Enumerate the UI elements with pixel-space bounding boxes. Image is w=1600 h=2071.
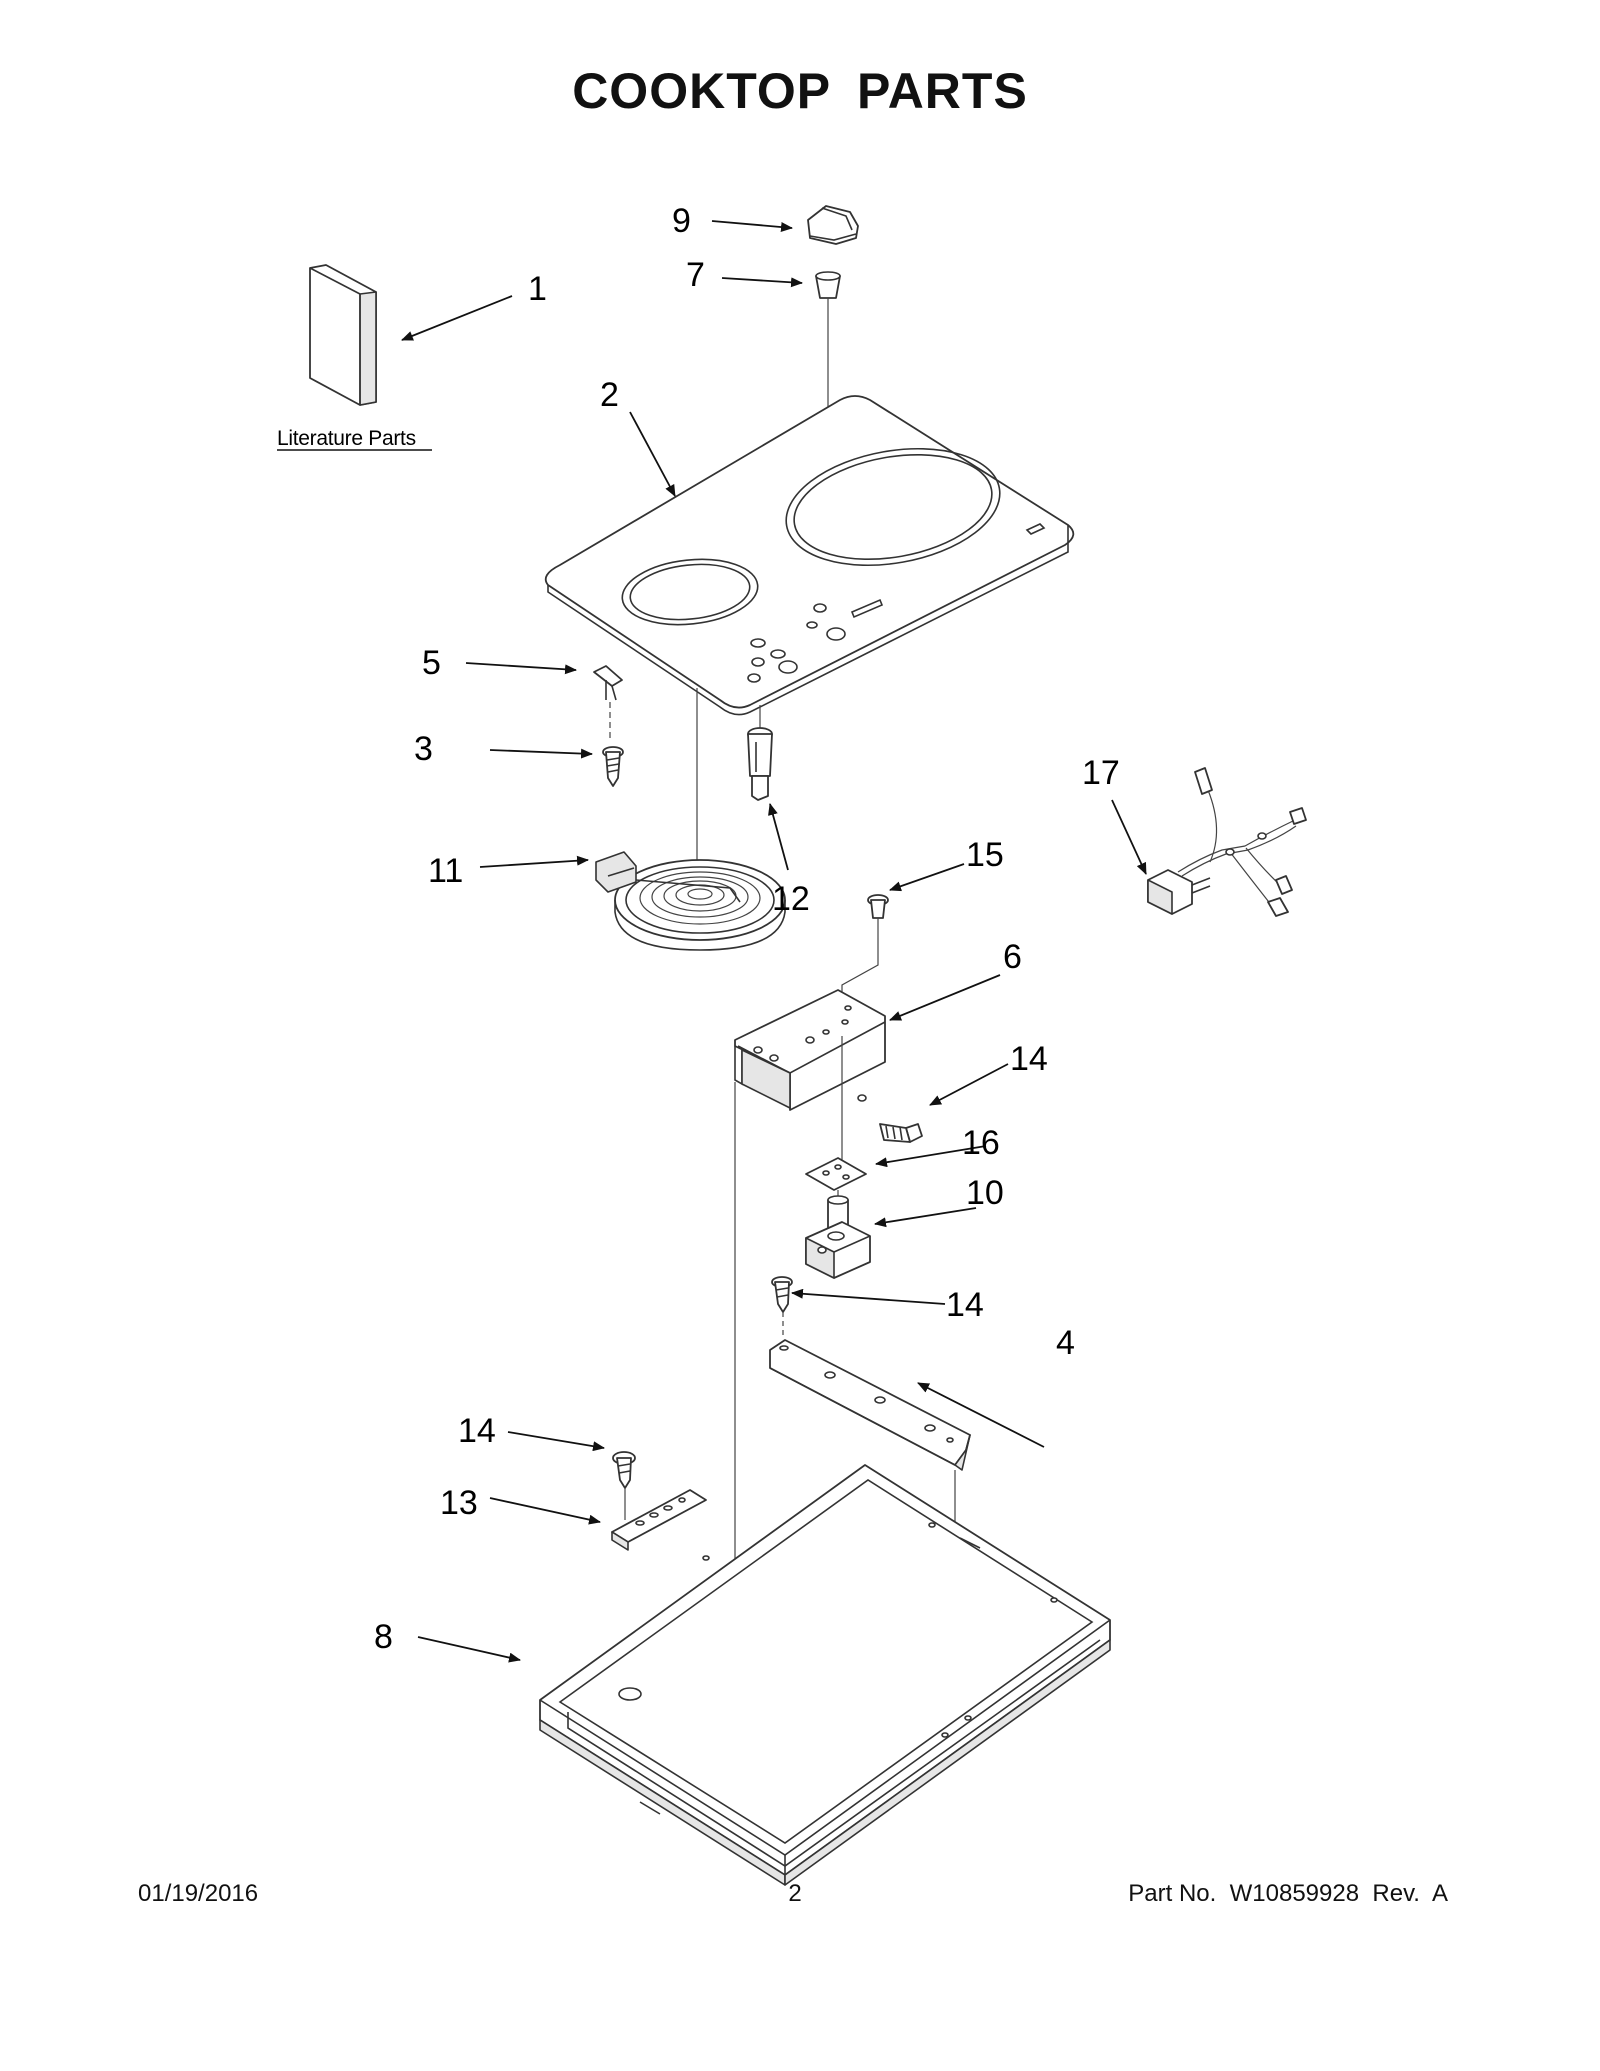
indicator-light bbox=[747, 727, 773, 801]
callout-7: 7 bbox=[686, 256, 705, 294]
knob-grommet bbox=[815, 271, 841, 299]
callout-2: 2 bbox=[600, 376, 619, 414]
glass-clip bbox=[593, 665, 623, 701]
callout-6: 6 bbox=[1003, 938, 1022, 976]
footer-page-number: 2 bbox=[788, 1880, 802, 1907]
radiant-surface-element bbox=[595, 851, 786, 951]
mounting-screw-14-lower bbox=[612, 1451, 636, 1520]
cooktop-glass bbox=[544, 395, 1075, 716]
control-knob bbox=[807, 205, 859, 245]
callout-9: 9 bbox=[672, 202, 691, 240]
callout-leaders bbox=[401, 220, 1147, 1663]
callout-1: 1 bbox=[528, 270, 547, 308]
literature-parts-booklet bbox=[309, 264, 377, 406]
callout-3: 3 bbox=[414, 730, 433, 768]
literature-parts-label: Literature Parts bbox=[277, 427, 416, 450]
callout-8: 8 bbox=[374, 1618, 393, 1656]
burner-box bbox=[539, 1464, 1111, 1886]
callout-14-lower: 14 bbox=[458, 1412, 496, 1450]
mounting-screw-15 bbox=[867, 894, 889, 938]
callout-16: 16 bbox=[962, 1124, 1000, 1162]
callout-17: 17 bbox=[1082, 754, 1120, 792]
switch-insulator bbox=[805, 1157, 867, 1191]
callout-10: 10 bbox=[966, 1174, 1004, 1212]
callout-12: 12 bbox=[772, 880, 810, 918]
callout-14-upper: 14 bbox=[1010, 1040, 1048, 1078]
callout-5: 5 bbox=[422, 644, 441, 682]
support-bracket bbox=[769, 1339, 971, 1471]
callout-11: 11 bbox=[428, 852, 463, 890]
mounting-bracket bbox=[611, 1489, 707, 1551]
callout-13: 13 bbox=[440, 1484, 478, 1522]
footer-date: 01/19/2016 bbox=[138, 1880, 259, 1907]
callout-numbers: 1 2 3 4 5 6 7 8 9 10 11 12 13 14 14 14 1… bbox=[374, 202, 1120, 1656]
wire-harness bbox=[1147, 767, 1307, 917]
switch-bracket bbox=[734, 989, 886, 1111]
mounting-screw-14-upper bbox=[879, 1123, 923, 1143]
infinite-switch bbox=[805, 1195, 871, 1279]
page-title: COOKTOP PARTS bbox=[572, 63, 1028, 119]
callout-14-middle: 14 bbox=[946, 1286, 984, 1324]
mounting-screw-3 bbox=[602, 746, 624, 787]
footer-part-number: Part No. W10859928 Rev. A bbox=[1128, 1880, 1448, 1907]
callout-15: 15 bbox=[966, 836, 1004, 874]
callout-4: 4 bbox=[1056, 1324, 1075, 1362]
mounting-screw-14-middle bbox=[771, 1276, 793, 1335]
